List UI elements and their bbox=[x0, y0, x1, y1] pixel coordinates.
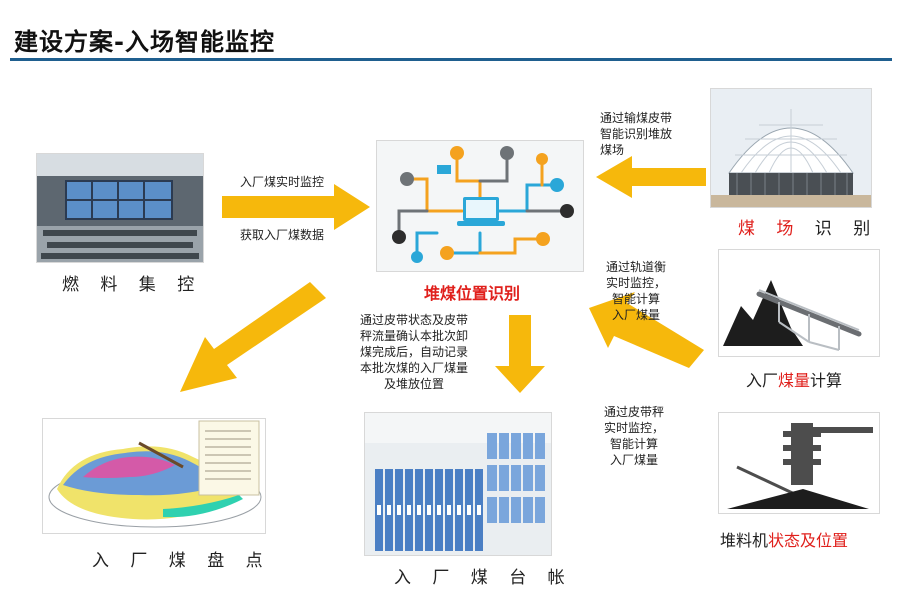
note-belt-scale-line: 实时监控， bbox=[604, 421, 665, 435]
note-track-scale: 通过轨道衡 实时监控， 智能计算 入厂煤量 bbox=[606, 259, 666, 323]
note-belt-scale-line: 入厂煤量 bbox=[610, 453, 659, 467]
note-belt-status: 通过皮带状态及皮带 秤流量确认本批次卸 煤完成后，自动记录 本批次煤的入厂煤量 … bbox=[360, 312, 468, 392]
stacker-label-a: 堆料机 bbox=[720, 531, 769, 550]
arrow-to-ledger bbox=[495, 315, 545, 393]
note-conveyor-yard-line: 煤场 bbox=[600, 143, 625, 157]
note-conveyor-yard-line: 通过输煤皮带 bbox=[600, 111, 673, 125]
arrow-to-center bbox=[222, 184, 370, 230]
fuel-control-label: 燃 料 集 控 bbox=[62, 275, 203, 295]
stacker-image bbox=[718, 412, 880, 514]
note-track-scale-line: 入厂煤量 bbox=[612, 308, 661, 322]
note-belt-scale: 通过皮带秤 实时监控， 智能计算 入厂煤量 bbox=[604, 404, 664, 468]
stacker-label: 堆料机状态及位置 bbox=[720, 527, 848, 551]
coal-yard-label-black: 识 别 bbox=[801, 219, 879, 239]
ledger-label: 入 厂 煤 台 帐 bbox=[394, 568, 573, 588]
ledger-image bbox=[364, 412, 552, 556]
note-belt-status-line: 秤流量确认本批次卸 bbox=[360, 329, 469, 343]
note-belt-status-line: 通过皮带状态及皮带 bbox=[360, 313, 469, 327]
note-track-scale-line: 通过轨道衡 bbox=[606, 260, 667, 274]
note-belt-status-line: 煤完成后，自动记录 bbox=[360, 345, 469, 359]
note-track-scale-line: 实时监控， bbox=[606, 276, 667, 290]
coal-yard-label: 煤 场 识 别 bbox=[738, 214, 878, 239]
page-title: 建设方案-入场智能监控 bbox=[14, 28, 275, 56]
note-belt-scale-line: 智能计算 bbox=[610, 437, 659, 451]
coal-amount-label-a: 入厂 bbox=[746, 371, 779, 390]
note-belt-status-line: 及堆放位置 bbox=[384, 377, 445, 391]
arrow-from-coal-yard bbox=[596, 156, 706, 198]
arrow-to-inventory bbox=[180, 282, 326, 392]
coal-yard-label-red: 煤 场 bbox=[738, 219, 802, 239]
title-divider bbox=[10, 58, 892, 61]
coal-amount-image bbox=[718, 249, 880, 357]
note-track-scale-line: 智能计算 bbox=[612, 292, 661, 306]
note-realtime-monitor: 入厂煤实时监控 bbox=[240, 175, 325, 189]
inventory-label: 入 厂 煤 盘 点 bbox=[92, 551, 271, 571]
note-belt-scale-line: 通过皮带秤 bbox=[604, 405, 665, 419]
center-network-image bbox=[376, 140, 584, 272]
stacker-label-b: 状态及位置 bbox=[768, 531, 849, 550]
coal-yard-image bbox=[710, 88, 872, 208]
center-label: 堆煤位置识别 bbox=[424, 284, 521, 303]
fuel-control-image bbox=[36, 153, 204, 263]
note-get-data: 获取入厂煤数据 bbox=[240, 228, 325, 242]
coal-amount-label-c: 计算 bbox=[810, 371, 843, 390]
arrow-from-belt-scale bbox=[589, 292, 704, 368]
note-conveyor-yard: 通过输煤皮带 智能识别堆放 煤场 bbox=[600, 110, 672, 158]
inventory-image bbox=[42, 418, 266, 534]
coal-amount-label-b: 煤量 bbox=[778, 371, 811, 390]
coal-amount-label: 入厂煤量计算 bbox=[746, 367, 842, 391]
note-conveyor-yard-line: 智能识别堆放 bbox=[600, 127, 673, 141]
note-belt-status-line: 本批次煤的入厂煤量 bbox=[360, 361, 469, 375]
